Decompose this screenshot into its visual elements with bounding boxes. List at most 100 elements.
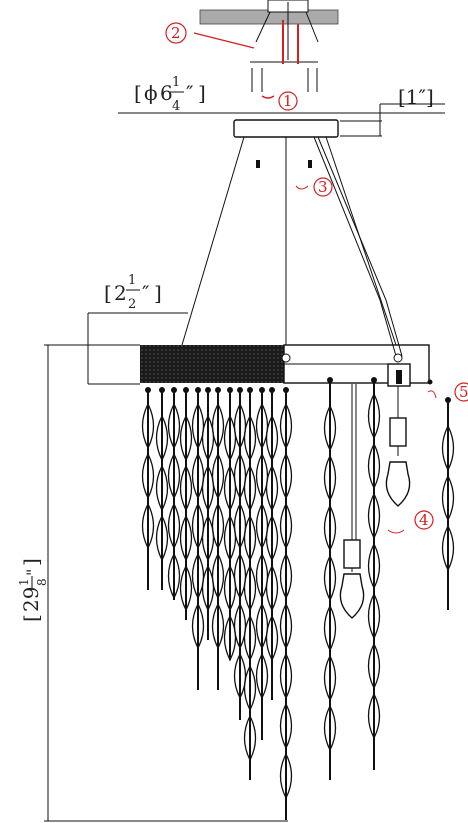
crystal-drop xyxy=(211,603,225,650)
crystal-drop xyxy=(265,615,279,662)
overall-height-unit: " xyxy=(23,569,42,576)
crystal-drop xyxy=(211,553,225,600)
crystal-strand xyxy=(201,387,215,640)
crystal-strand xyxy=(243,387,257,780)
crystal-drop xyxy=(265,415,279,462)
ring-height-close-bracket: ] xyxy=(154,281,162,305)
crystal-drop xyxy=(255,653,269,700)
suspension-cables xyxy=(181,136,403,357)
crystal-drop xyxy=(141,453,155,500)
ceiling-mount xyxy=(199,0,339,99)
crystal-drop xyxy=(265,565,279,612)
canopy-height-dimension: [1″] xyxy=(340,85,445,137)
canopy-diameter-dimension: [ ϕ 6 1 4 ″ ] xyxy=(118,75,445,114)
crystal-drop xyxy=(243,515,257,562)
crystal-strand xyxy=(265,387,279,700)
callout-2: 2 xyxy=(165,22,187,44)
crystal-drop xyxy=(243,615,257,662)
crystal-strand xyxy=(167,387,181,600)
overall-height-open-bracket: [ xyxy=(19,614,43,622)
callout-3-number: 3 xyxy=(318,178,328,196)
crystal-drop xyxy=(323,405,337,452)
ring-height-unit: ″ xyxy=(142,281,149,305)
canopy-diameter-open-bracket: [ xyxy=(134,81,142,105)
crystal-drop xyxy=(279,603,293,650)
crystal-strand xyxy=(191,387,205,690)
crystal-drop xyxy=(367,493,381,540)
crystal-drop xyxy=(167,503,181,550)
crystal-drop xyxy=(279,503,293,550)
crystal-strand xyxy=(255,387,269,740)
crystal-drop xyxy=(155,515,169,562)
crystal-drop xyxy=(141,403,155,450)
crystal-drop xyxy=(255,603,269,650)
crystal-drop xyxy=(323,705,337,752)
ring-height-denominator: 2 xyxy=(128,297,136,312)
crystal-strand xyxy=(141,387,155,590)
crystal-drop xyxy=(191,603,205,650)
crystal-drop xyxy=(211,503,225,550)
crystal-drop xyxy=(141,503,155,550)
canopy-diameter-denominator: 4 xyxy=(172,99,180,114)
crystal-drop xyxy=(233,653,247,700)
crystal-drop xyxy=(191,453,205,500)
chandelier-ring xyxy=(140,344,433,387)
crystal-drop xyxy=(323,655,337,702)
crystal-drop xyxy=(255,553,269,600)
crystal-drop xyxy=(323,455,337,502)
crystal-drop xyxy=(441,475,455,522)
crystal-drop xyxy=(233,553,247,600)
callout-5: 5 xyxy=(454,382,468,402)
canopy-diameter-close-bracket: ] xyxy=(198,81,206,105)
rotate-arrow-5 xyxy=(427,390,437,399)
crystal-drop xyxy=(155,465,169,512)
crystal-drop xyxy=(255,503,269,550)
crystal-drop xyxy=(167,403,181,450)
crystal-drop xyxy=(179,515,193,562)
crystal-drop xyxy=(243,715,257,762)
crystal-drop xyxy=(243,415,257,462)
overall-height-numerator: 1 xyxy=(17,578,31,586)
crystal-drop xyxy=(323,555,337,602)
crystal-drop xyxy=(323,605,337,652)
crystal-strand xyxy=(441,397,455,610)
callout-1-number: 1 xyxy=(283,92,293,110)
crystal-drop xyxy=(265,465,279,512)
crystal-drop xyxy=(179,465,193,512)
crystal-drop xyxy=(233,603,247,650)
canopy-diameter-whole: 6 xyxy=(160,81,173,105)
overall-height-close-bracket: ] xyxy=(19,558,43,566)
crystal-drop xyxy=(191,503,205,550)
callout-2-number: 2 xyxy=(171,24,181,42)
crystal-drop xyxy=(323,505,337,552)
callout-1: 1 xyxy=(278,91,298,111)
callout-4: 4 xyxy=(414,510,434,530)
crystal-strand xyxy=(323,377,337,780)
canopy-plate xyxy=(233,119,339,138)
crystal-drop xyxy=(279,653,293,700)
crystal-strand xyxy=(233,387,247,720)
callout-3: 3 xyxy=(313,177,333,197)
crystal-drop xyxy=(211,453,225,500)
ring-height-whole: 2 xyxy=(114,281,127,305)
overall-height-denominator: 8 xyxy=(35,578,49,586)
crystal-strand xyxy=(367,377,381,770)
crystal-drop xyxy=(191,403,205,450)
crystal-drop xyxy=(255,453,269,500)
callout-5-number: 5 xyxy=(459,383,468,401)
crystal-drop xyxy=(179,415,193,462)
crystal-drop xyxy=(167,553,181,600)
canopy-diameter-symbol: ϕ xyxy=(144,81,158,105)
bulb-socket-center xyxy=(339,384,365,619)
crystal-drop xyxy=(233,503,247,550)
crystal-drop xyxy=(279,703,293,750)
crystal-drop xyxy=(367,543,381,590)
callout-2-leader xyxy=(193,32,255,49)
crystal-drop xyxy=(243,565,257,612)
crystal-drop xyxy=(367,593,381,640)
crystal-drop xyxy=(279,453,293,500)
crystal-drop xyxy=(211,403,225,450)
crystal-drop xyxy=(255,403,269,450)
crystal-drop xyxy=(233,453,247,500)
